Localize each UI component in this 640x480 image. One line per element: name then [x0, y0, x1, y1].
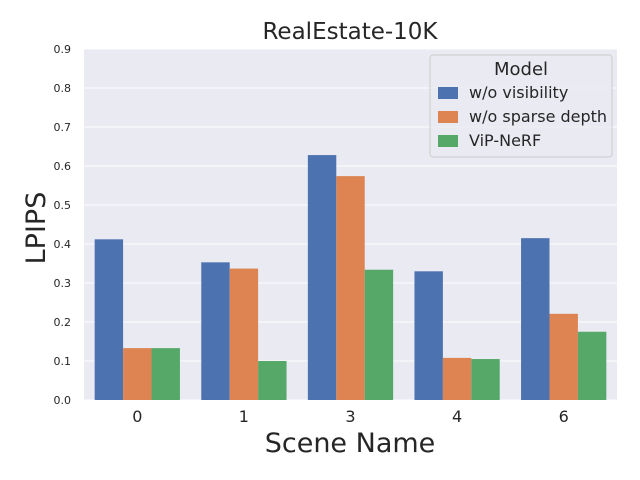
y-tick-label: 0.6 — [54, 160, 72, 173]
bar — [123, 348, 152, 400]
y-tick-label: 0.3 — [54, 277, 72, 290]
legend-label: w/o sparse depth — [469, 107, 607, 126]
y-tick-label: 0.5 — [54, 199, 72, 212]
x-tick-label: 6 — [559, 407, 569, 426]
y-tick-label: 0.8 — [54, 82, 72, 95]
y-tick-label: 0.9 — [54, 43, 72, 56]
bar — [471, 359, 500, 400]
y-axis-label: LPIPS — [21, 192, 52, 265]
bar — [364, 269, 394, 400]
legend-title: Model — [494, 59, 548, 80]
legend-box — [429, 54, 613, 158]
bars — [94, 155, 607, 400]
x-axis-label: Scene Name — [265, 428, 436, 459]
bar — [442, 357, 472, 400]
y-tick-label: 0.1 — [54, 355, 72, 368]
legend-swatch — [438, 135, 458, 147]
bar — [521, 238, 550, 400]
y-tick-label: 0.7 — [54, 121, 72, 134]
y-tick-labels: 0.0 0.1 0.2 0.3 0.4 0.5 0.6 0.7 0.8 0.9 — [54, 43, 72, 407]
bar — [229, 268, 259, 400]
legend: Model w/o visibility w/o sparse depthViP-… — [429, 54, 613, 158]
bar — [336, 176, 365, 400]
x-tick-label: 0 — [132, 407, 142, 426]
chart-title: RealEstate-10K — [262, 19, 438, 45]
bar — [94, 239, 124, 400]
bar — [201, 262, 230, 400]
bar — [414, 271, 443, 400]
x-tick-label: 4 — [452, 407, 462, 426]
y-tick-label: 0.2 — [54, 316, 72, 329]
y-tick-label: 0.0 — [54, 394, 72, 407]
bar — [577, 331, 607, 400]
bar — [549, 313, 578, 400]
x-tick-label: 1 — [239, 407, 249, 426]
bar — [258, 361, 287, 400]
legend-label: ViP-NeRF — [469, 131, 541, 150]
legend-swatch — [438, 87, 458, 99]
bar — [307, 155, 337, 400]
legend-label: w/o visibility — [469, 83, 568, 102]
x-tick-label: 3 — [345, 407, 355, 426]
x-tick-labels: 0 1 3 4 6 — [132, 407, 569, 426]
y-tick-label: 0.4 — [54, 238, 72, 251]
legend-swatch — [438, 111, 458, 123]
bar — [151, 348, 180, 400]
